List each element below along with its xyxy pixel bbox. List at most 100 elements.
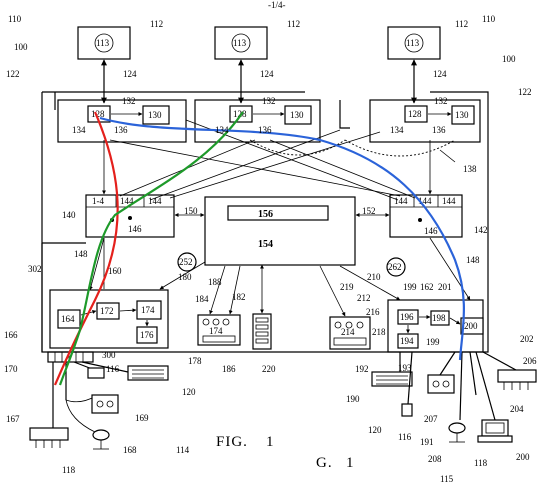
svg-text:212: 212 [357,293,371,303]
svg-text:174: 174 [141,305,155,315]
svg-text:134: 134 [72,125,86,135]
trace-blue [99,116,466,361]
module-198 [430,310,450,326]
svg-text:174: 174 [209,326,223,336]
svg-text:112: 112 [150,19,163,29]
figure-caption: FIG. 1 [216,434,275,450]
svg-text:118: 118 [62,465,76,475]
svg-text:124: 124 [123,69,137,79]
svg-text:186: 186 [222,364,236,374]
svg-text:FIG.: FIG. [216,434,248,450]
svg-text:110: 110 [8,14,22,24]
device-116-right [401,403,413,417]
reference-labels: 110 112 112 112 110 100 100 122 122 124 … [4,14,537,484]
svg-text:252: 252 [179,257,193,267]
svg-text:204: 204 [510,404,524,414]
trace-green [58,111,244,386]
trace-red [53,111,119,386]
svg-text:124: 124 [260,69,274,79]
svg-text:198: 198 [432,313,446,323]
svg-text:178: 178 [188,356,202,366]
svg-text:200: 200 [516,452,530,462]
svg-text:1: 1 [346,455,355,471]
svg-text:150: 150 [184,206,198,216]
svg-text:220: 220 [262,364,276,374]
svg-text:201: 201 [438,282,452,292]
svg-text:166: 166 [4,330,18,340]
svg-text:132: 132 [122,96,136,106]
module-194 [397,333,419,349]
connector-167 [29,427,69,441]
svg-text:190: 190 [346,394,360,404]
svg-text:156: 156 [258,209,273,220]
svg-text:122: 122 [6,69,20,79]
svg-text:162: 162 [420,282,434,292]
svg-text:202: 202 [520,334,534,344]
svg-text:182: 182 [232,292,246,302]
svg-text:164: 164 [61,314,75,324]
module-200 [460,317,484,335]
svg-text:152: 152 [362,206,376,216]
svg-text:216: 216 [366,307,380,317]
module-164 [57,309,81,329]
svg-text:172: 172 [100,306,114,316]
switch-142 [389,194,463,238]
svg-text:134: 134 [390,125,404,135]
svg-text:144: 144 [418,196,432,206]
device-190 [371,371,413,387]
svg-text:115: 115 [440,474,454,484]
svg-text:1: 1 [266,434,275,450]
svg-text:136: 136 [258,125,272,135]
svg-text:160: 160 [108,266,122,276]
subsystem-160 [49,289,169,349]
svg-text:128: 128 [233,109,247,119]
svg-text:199: 199 [403,282,417,292]
connector-206 [497,369,537,383]
svg-text:199: 199 [426,337,440,347]
terminal-mid: 113 [214,26,268,60]
panel-174 [197,314,241,346]
device-120-left [127,365,169,381]
svg-text:200: 200 [464,321,478,331]
svg-text:1-4: 1-4 [92,196,104,206]
svg-text:169: 169 [135,413,149,423]
svg-text:G.: G. [316,455,333,471]
device-169 [91,394,119,414]
device-116-left [87,367,105,379]
svg-text:144: 144 [394,196,408,206]
module-176 [136,326,158,344]
svg-text:148: 148 [466,255,480,265]
svg-text:191: 191 [420,437,434,447]
svg-text:100: 100 [14,42,28,52]
svg-text:167: 167 [6,414,20,424]
svg-text:132: 132 [434,96,448,106]
svg-text:146: 146 [424,226,438,236]
svg-text:170: 170 [4,364,18,374]
svg-text:122: 122 [518,87,532,97]
svg-text:112: 112 [455,19,468,29]
page-header: -1/4- [268,0,286,10]
svg-text:132: 132 [262,96,276,106]
node-262 [386,257,406,277]
svg-text:114: 114 [176,445,190,455]
module-172 [96,302,120,320]
svg-text:196: 196 [400,312,414,322]
svg-text:140: 140 [62,210,76,220]
panel-214 [329,316,371,350]
svg-text:144: 144 [442,196,456,206]
svg-text:144: 144 [120,196,134,206]
svg-text:113: 113 [233,38,247,48]
svg-text:148: 148 [74,249,88,259]
subsystem-mid [194,99,321,143]
svg-text:192: 192 [355,364,369,374]
svg-text:130: 130 [455,110,469,120]
terminal-right: 113 [387,26,441,60]
svg-text:188: 188 [208,277,222,287]
module-174 [136,300,162,320]
svg-text:168: 168 [123,445,137,455]
svg-text:176: 176 [140,330,154,340]
switch-140 [85,194,175,238]
subsystem-right [369,99,481,143]
svg-text:124: 124 [433,69,447,79]
